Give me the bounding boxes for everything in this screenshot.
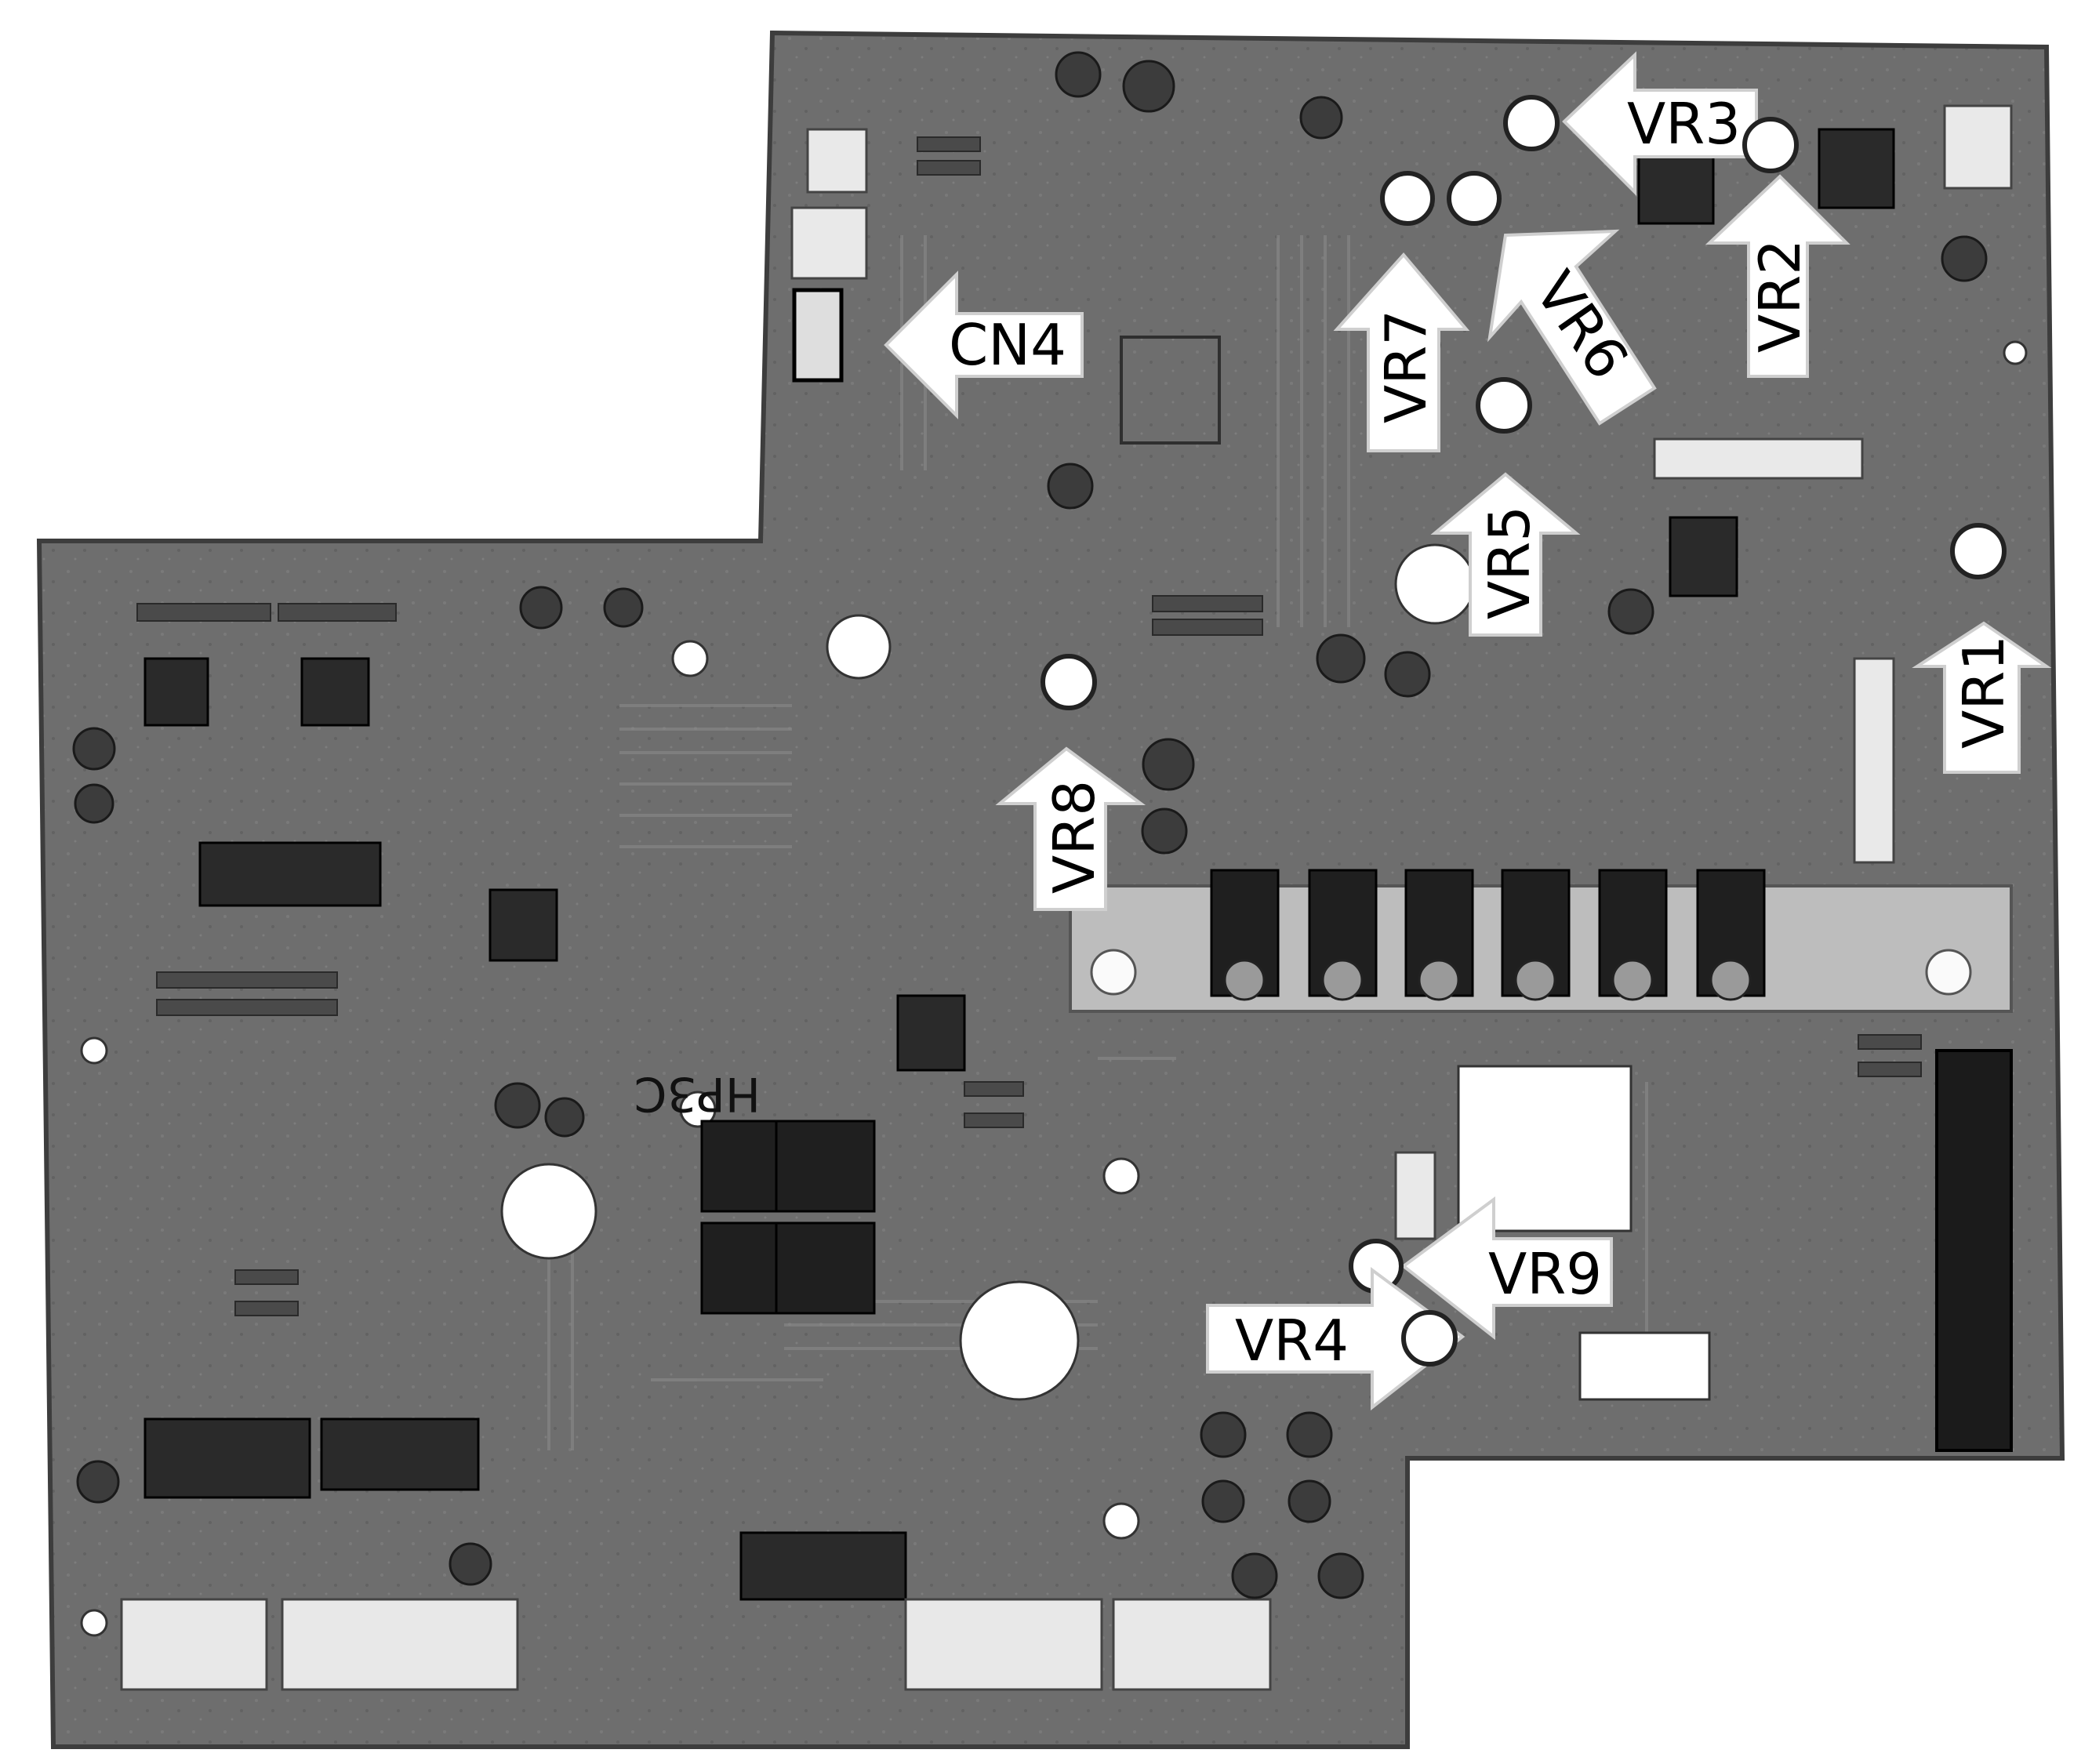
- heatsink-mount-left: [1090, 949, 1137, 996]
- ic1-footprint: [1120, 336, 1221, 445]
- vr4-arrow: [1206, 1267, 1465, 1411]
- vr8-arrow: [995, 746, 1146, 911]
- vr2-marker: [1742, 117, 1799, 173]
- transistor-screws: [1223, 959, 1752, 1001]
- vr7-arrow: [1333, 252, 1470, 452]
- electrolytic-capacitors: [72, 51, 1988, 1599]
- vr9-arrow: [1400, 1196, 1613, 1341]
- vr6-arrow: [1487, 229, 1657, 426]
- vr4-marker: [1401, 1310, 1458, 1367]
- vr5-arrow: [1430, 472, 1581, 637]
- vr3-label: VR3: [1627, 91, 1741, 157]
- handwritten-mark: HP3C: [634, 1066, 761, 1121]
- mounting-holes: [80, 331, 2028, 1637]
- cn4-arrow: [884, 270, 1084, 419]
- lower-transistors: [700, 1120, 876, 1315]
- vr5-label: VR5: [1476, 506, 1542, 619]
- cn1-connector: [1935, 1049, 2013, 1452]
- vr9-label: VR9: [1488, 1241, 1602, 1307]
- small-components: [136, 136, 1922, 1316]
- vr5-marker: [1476, 377, 1532, 434]
- dip-ics: [143, 128, 1895, 1601]
- vr1-marker: [1950, 523, 2007, 579]
- vr3-marker: [1503, 95, 1560, 151]
- vr7-label: VR7: [1373, 310, 1439, 423]
- vr7-marker-right: [1447, 171, 1502, 226]
- vr4-label: VR4: [1235, 1308, 1349, 1374]
- white-connectors-bottom: [120, 1598, 1272, 1691]
- vr8-label: VR8: [1041, 780, 1107, 894]
- heatsink-mount-right: [1925, 949, 1972, 996]
- cn4-label: CN4: [949, 312, 1066, 378]
- white-connectors-top: [790, 104, 2013, 1240]
- board-cutout-small: [1578, 1331, 1711, 1401]
- vr7-marker-left: [1380, 171, 1435, 226]
- vr2-label: VR2: [1747, 239, 1813, 353]
- vr1-arrow: [1912, 621, 2052, 774]
- cn4-connector: [792, 288, 844, 383]
- vr2-arrow: [1705, 174, 1850, 378]
- vr1-label: VR1: [1951, 635, 2017, 749]
- vr8-marker: [1041, 654, 1097, 710]
